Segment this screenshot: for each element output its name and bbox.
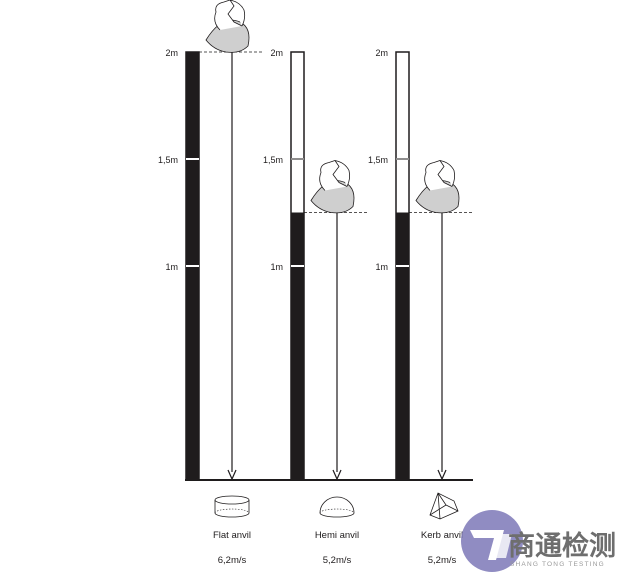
impact-speed: 5,2m/s <box>323 555 352 566</box>
height-label: 1m <box>375 262 388 272</box>
cylinder-anvil-icon <box>214 495 250 518</box>
arrow-head-icon <box>332 469 342 481</box>
watermark-name: 商通检测 <box>508 530 616 561</box>
height-label: 1,5m <box>158 155 178 165</box>
height-label: 1m <box>270 262 283 272</box>
height-label: 1m <box>165 262 178 272</box>
height-label: 1,5m <box>263 155 283 165</box>
height-label: 2m <box>165 48 178 58</box>
watermark-sub: SHANG TONG TESTING <box>510 561 605 568</box>
helmet-headform-icon <box>415 160 460 214</box>
height-label: 2m <box>270 48 283 58</box>
height-label: 2m <box>375 48 388 58</box>
helmet-headform-icon <box>205 0 250 53</box>
height-bar-fill <box>291 212 304 480</box>
watermark-logo: 商通检测 SHANG TONG TESTING <box>461 510 616 572</box>
height-label: 1,5m <box>368 155 388 165</box>
impact-speed: 6,2m/s <box>218 555 247 566</box>
helmet-headform-icon <box>310 160 355 214</box>
arrow-head-icon <box>437 469 447 481</box>
impact-speed: 5,2m/s <box>428 555 457 566</box>
height-bar-fill <box>396 212 409 480</box>
arrow-head-icon <box>227 469 237 481</box>
anvil-label: Flat anvil <box>213 530 251 541</box>
kerb-anvil-icon <box>429 492 459 520</box>
anvil-label: Hemi anvil <box>315 530 359 541</box>
anvil-label: Kerb anvil <box>421 530 463 541</box>
hemisphere-anvil-icon <box>319 496 355 518</box>
